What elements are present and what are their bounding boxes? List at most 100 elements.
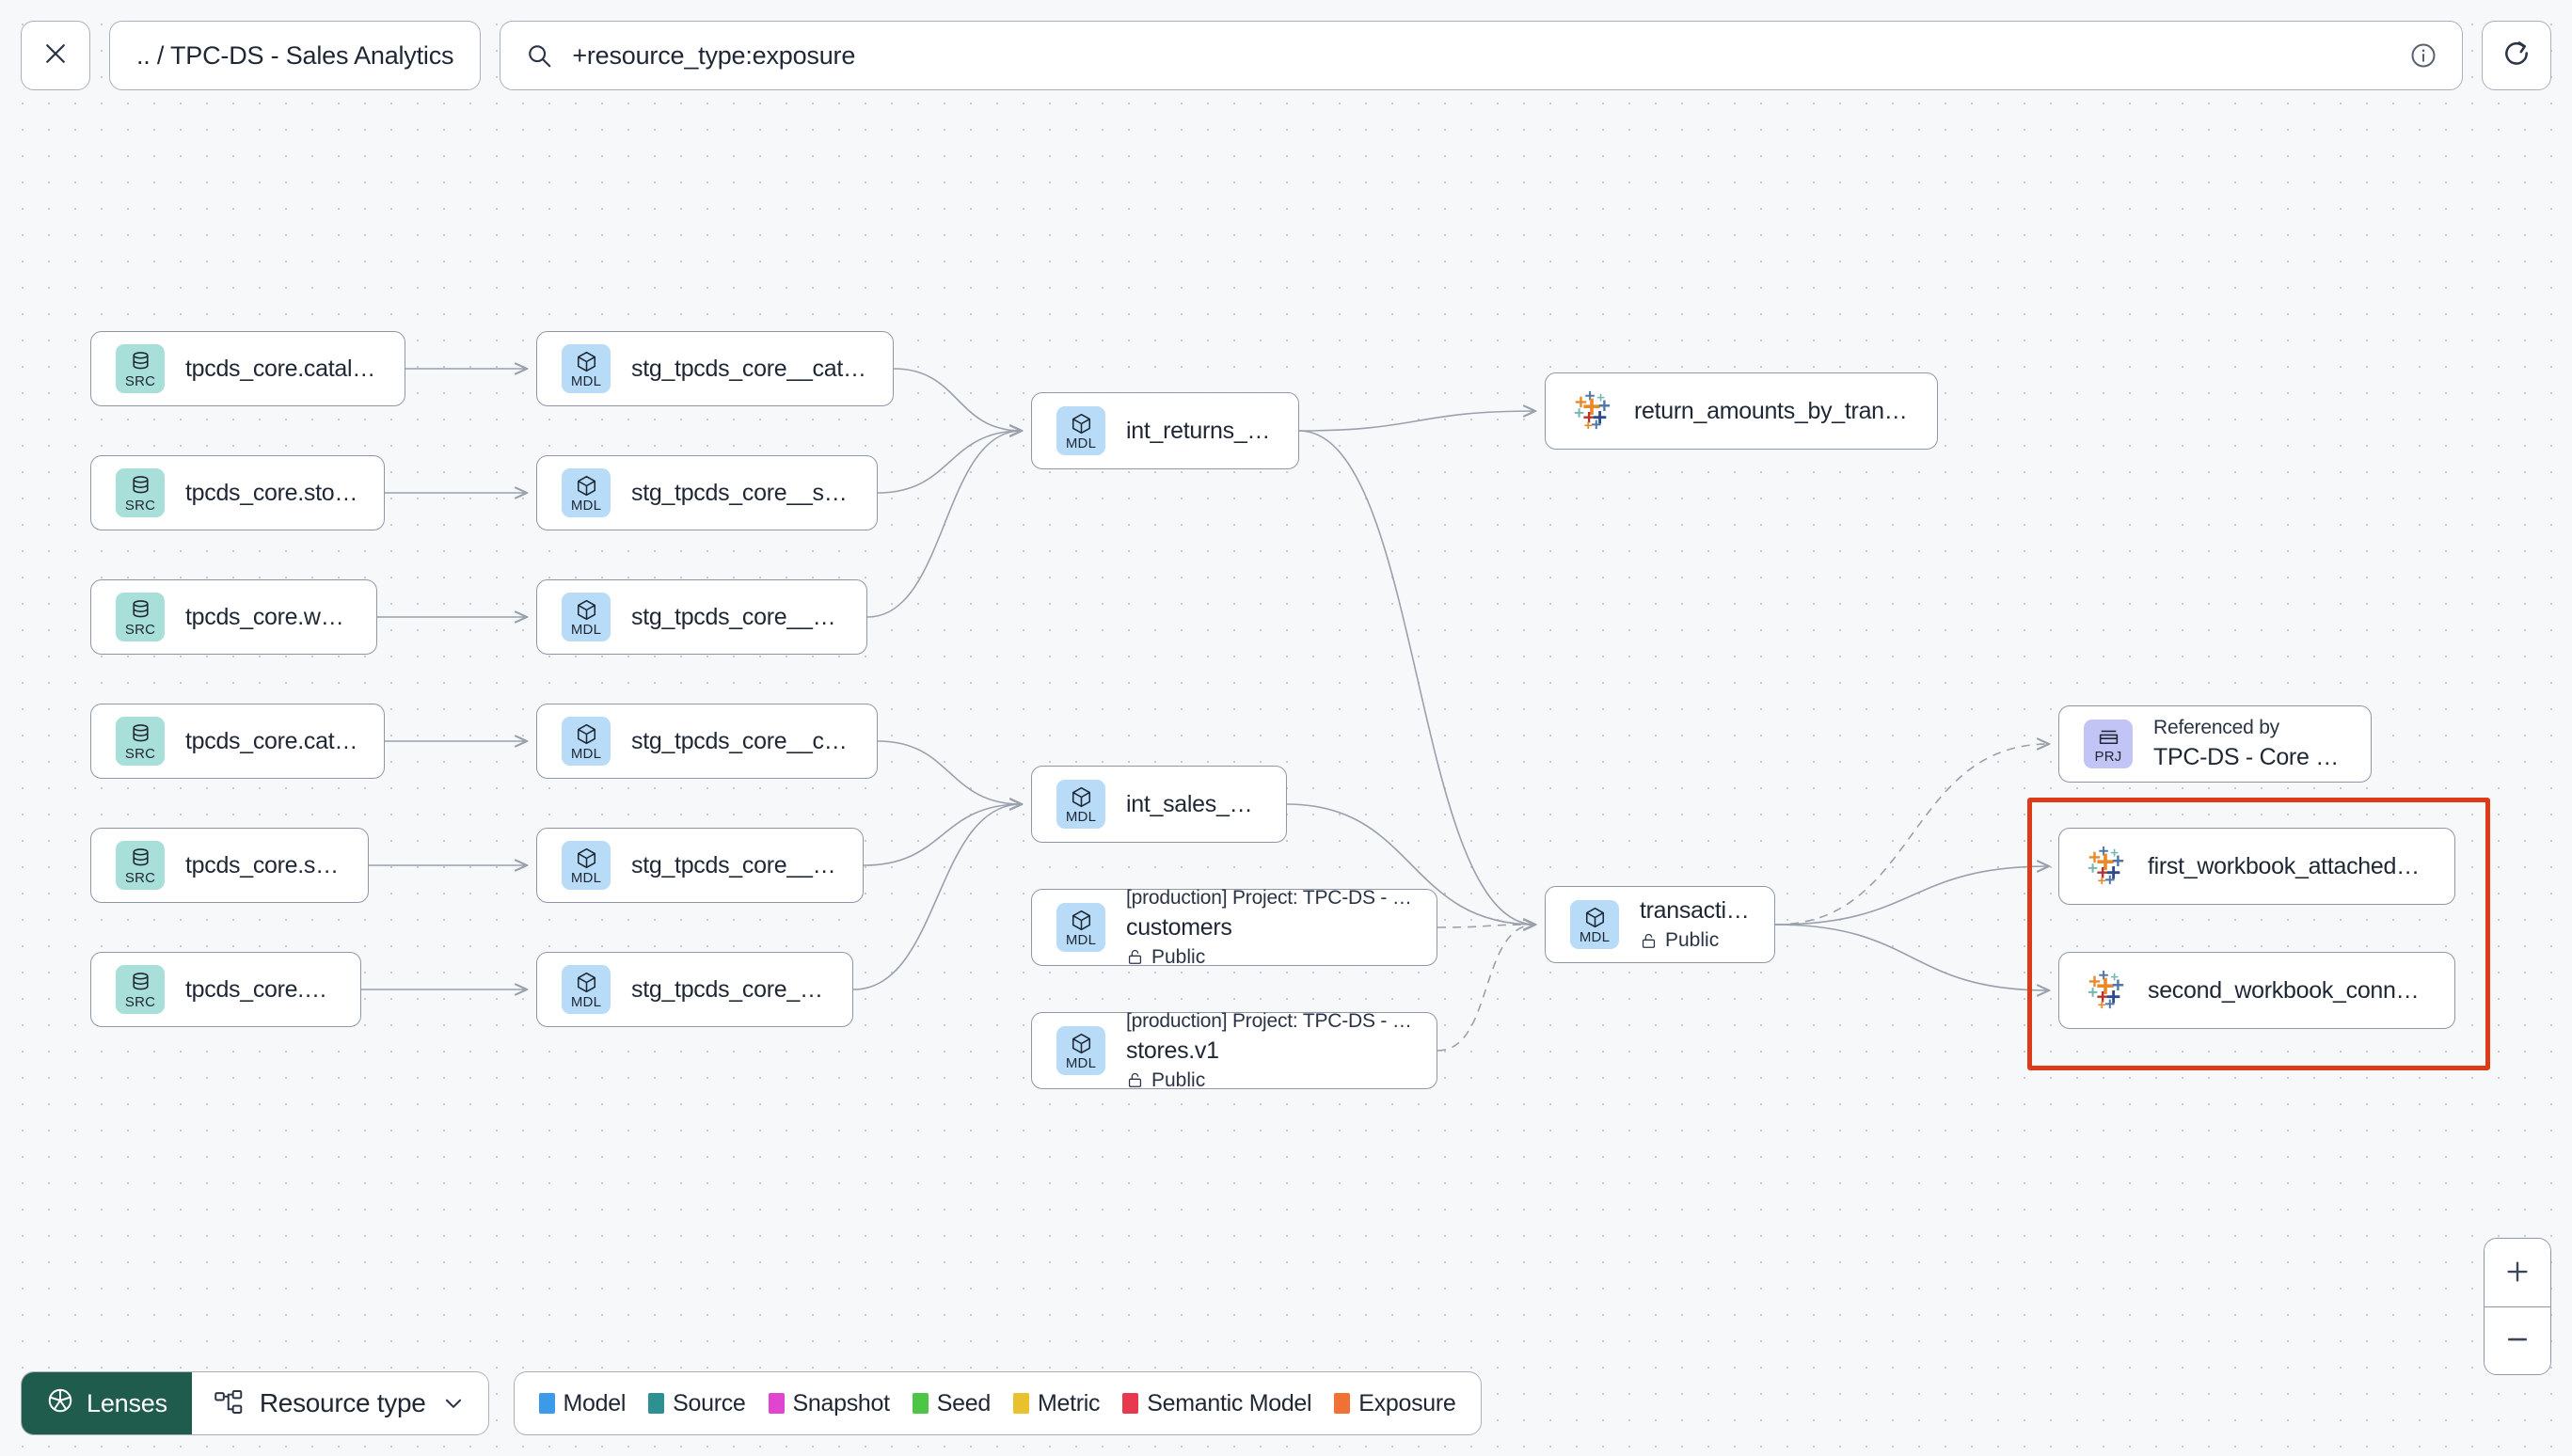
node-name: stg_tpcds_core__store_returns (631, 479, 852, 506)
resource-type-dropdown[interactable]: Resource type (192, 1372, 488, 1434)
graph-node-mdl_stores_v1[interactable]: MDL [production] Project: TPC-DS - Core D… (1031, 1009, 1437, 1091)
node-name: stores.v1 (1126, 1037, 1219, 1064)
badge-model: MDL (562, 965, 611, 1014)
legend-label: Model (563, 1389, 627, 1416)
node-access: Public (1126, 946, 1412, 969)
graph-edge (1298, 430, 1535, 925)
zoom-in-button[interactable] (2485, 1239, 2550, 1306)
badge-model: MDL (562, 593, 611, 641)
node-name: int_returns__unioned (1126, 417, 1274, 444)
node-name: tpcds_core.store_returns (185, 479, 359, 506)
badge-model: MDL (1056, 1026, 1105, 1075)
badge-source: SRC (116, 841, 165, 890)
node-name: stg_tpcds_core__web_returns (631, 603, 842, 630)
legend-label: Source (673, 1389, 746, 1416)
badge-source: SRC (116, 965, 165, 1014)
graph-node-src_catalog_returns[interactable]: SRC tpcds_core.catalog_returns (90, 331, 405, 406)
graph-node-src_web_sales[interactable]: SRC tpcds_core.web_sales (90, 952, 361, 1027)
badge-source: SRC (116, 717, 165, 766)
legend-item-snapshot[interactable]: Snapshot (768, 1390, 890, 1417)
graph-node-exp_first_workbook[interactable]: first_workbook_attached_to_tpc-ds_-_… (2058, 828, 2455, 905)
node-name: tpcds_core.web_returns (185, 603, 352, 630)
legend-swatch (912, 1393, 929, 1414)
lenses-button[interactable]: Lenses (22, 1372, 192, 1434)
node-name: stg_tpcds_core__catalog_returns (631, 355, 868, 382)
node-name: tpcds_core.catalog_returns (185, 355, 380, 382)
tableau-exposure-icon (2084, 969, 2127, 1012)
node-name: stg_tpcds_core__store_sales (631, 851, 838, 878)
close-button[interactable] (21, 21, 90, 90)
legend-label: Seed (936, 1389, 991, 1416)
node-name: second_workbook_connected_to_live… (2148, 976, 2430, 1004)
node-name: stg_tpcds_core__catalog_sales (631, 727, 852, 754)
badge-model: MDL (562, 344, 611, 393)
graph-edge (1774, 866, 2049, 926)
legend-item-semantic-model[interactable]: Semantic Model (1122, 1389, 1312, 1417)
legend-swatch (768, 1393, 785, 1414)
legend-item-source[interactable]: Source (648, 1389, 746, 1417)
node-name: tpcds_core.web_sales (185, 975, 336, 1003)
node-name: stg_tpcds_core__web_sales (631, 975, 828, 1003)
graph-node-exp_return_amounts[interactable]: return_amounts_by_transaction_type (1545, 372, 1938, 450)
badge-model: MDL (1056, 780, 1105, 829)
graph-node-mdl_customers[interactable]: MDL[production] Project: TPC-DS - Core D… (1031, 887, 1437, 969)
node-project: Referenced by (2153, 717, 2279, 738)
top-toolbar: .. / TPC-DS - Sales Analytics +resource_… (0, 0, 2572, 111)
resource-type-label: Resource type (259, 1388, 426, 1417)
legend-swatch (648, 1393, 665, 1414)
legend-item-seed[interactable]: Seed (912, 1389, 991, 1417)
info-icon[interactable] (2409, 41, 2437, 70)
search-input[interactable]: +resource_type:exposure (500, 21, 2463, 90)
zoom-controls (2484, 1238, 2551, 1375)
node-project: [production] Project: TPC-DS - Core Data… (1126, 1009, 1412, 1032)
aperture-icon (46, 1386, 74, 1421)
badge-model: MDL (562, 468, 611, 517)
graph-edge (1298, 411, 1535, 432)
close-icon (41, 40, 70, 72)
legend-item-metric[interactable]: Metric (1012, 1390, 1101, 1417)
breadcrumb[interactable]: .. / TPC-DS - Sales Analytics (109, 21, 482, 90)
graph-edge (1437, 925, 1535, 1052)
graph-edge (866, 431, 1022, 618)
legend-label: Exposure (1358, 1389, 1456, 1416)
graph-node-stg_store_returns[interactable]: MDL stg_tpcds_core__store_returns (536, 455, 878, 530)
legend-item-model[interactable]: Model (538, 1389, 627, 1417)
chevron-down-icon (441, 1391, 466, 1416)
plus-icon (2503, 1258, 2532, 1289)
graph-node-exp_second_workbook[interactable]: second_workbook_connected_to_live… (2058, 952, 2455, 1029)
legend-swatch (538, 1393, 555, 1414)
graph-node-stg_web_sales[interactable]: MDL stg_tpcds_core__web_sales (536, 952, 853, 1027)
graph-node-stg_web_returns[interactable]: MDL stg_tpcds_core__web_returns (536, 579, 867, 655)
graph-edge (1437, 925, 1535, 927)
graph-edge (1774, 924, 2049, 990)
legend-item-exposure[interactable]: Exposure (1334, 1389, 1456, 1417)
badge-project: PRJ (2084, 720, 2133, 768)
search-icon (525, 41, 553, 70)
graph-node-mdl_transactions[interactable]: MDLtransactionsPublic (1545, 886, 1775, 963)
zoom-out-button[interactable] (2485, 1306, 2550, 1374)
minus-icon (2503, 1325, 2532, 1356)
graph-node-stg_catalog_returns[interactable]: MDL stg_tpcds_core__catalog_returns (536, 331, 894, 406)
refresh-button[interactable] (2482, 21, 2551, 90)
graph-edge (877, 740, 1022, 804)
graph-node-src_web_returns[interactable]: SRC tpcds_core.web_returns (90, 579, 377, 655)
tableau-exposure-icon (2084, 845, 2127, 888)
node-access: Public (1640, 929, 1750, 952)
badge-source: SRC (116, 344, 165, 393)
legend-label: Semantic Model (1147, 1389, 1312, 1416)
badge-source: SRC (116, 593, 165, 641)
legend-swatch (1334, 1393, 1351, 1414)
legend-swatch (1122, 1393, 1139, 1414)
lenses-label: Lenses (87, 1388, 167, 1417)
bottom-toolbar: Lenses Resource type Model Source Snapshot… (21, 1371, 1482, 1435)
refresh-icon (2501, 39, 2532, 73)
